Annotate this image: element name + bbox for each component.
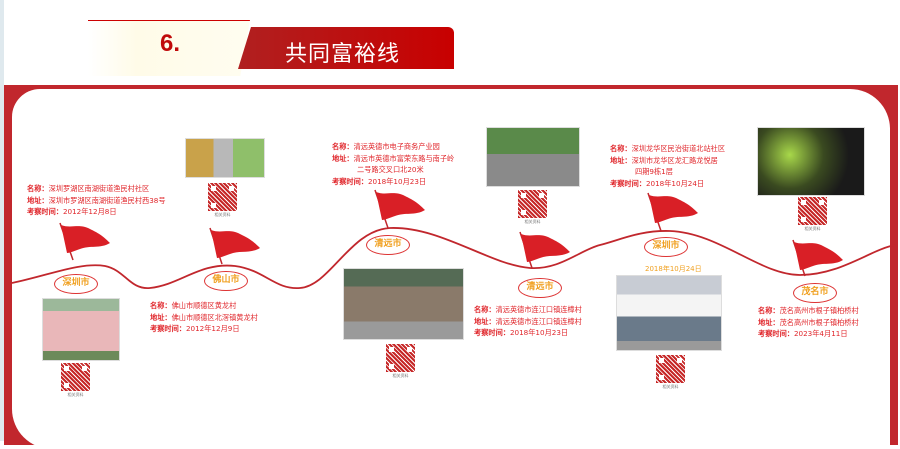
qr-code[interactable] xyxy=(386,344,415,372)
location-photo xyxy=(343,268,464,340)
flag-icon xyxy=(209,227,260,265)
qr-code[interactable] xyxy=(208,183,237,211)
city-label: 佛山市 xyxy=(204,271,248,291)
qr-code[interactable] xyxy=(798,197,827,225)
flag-icon xyxy=(374,189,425,229)
location-photo xyxy=(42,298,120,361)
city-label: 清远市 xyxy=(518,278,562,298)
flag-icon xyxy=(519,231,570,269)
stop-info: 名称：茂名高州市根子镇柏桥村 地址：茂名高州市根子镇柏桥村 考察时间：2023年… xyxy=(758,306,859,338)
city-label: 清远市 xyxy=(366,235,410,255)
flag-icon xyxy=(792,239,843,277)
stop-info: 名称：清远英德市连江口镇连樟村 地址：清远英德市连江口镇连樟村 考察时间：201… xyxy=(474,305,582,337)
stop-info: 名称：深圳罗湖区南湖街道渔民村社区 地址：深圳市罗湖区南湖街道渔民村西38号 考… xyxy=(27,184,166,216)
photo-date-label: 2018年10月24日 xyxy=(645,265,702,273)
wavy-route-line xyxy=(11,227,896,289)
city-label: 茂名市 xyxy=(793,283,837,303)
section-title-tab xyxy=(238,27,454,69)
qr-caption: 相关资料 xyxy=(67,392,84,397)
qr-code[interactable] xyxy=(518,190,547,218)
flag-icon xyxy=(647,192,698,232)
qr-code[interactable] xyxy=(656,355,685,383)
flag-icon xyxy=(59,222,110,261)
city-label: 深圳市 xyxy=(644,237,688,257)
location-photo xyxy=(757,127,865,196)
location-photo xyxy=(616,275,722,351)
left-edge xyxy=(0,0,4,441)
location-photo xyxy=(486,127,580,187)
qr-caption: 相关资料 xyxy=(392,373,409,378)
qr-caption: 相关资料 xyxy=(662,384,679,389)
qr-code[interactable] xyxy=(61,363,90,391)
section-number-box xyxy=(88,20,250,76)
stop-info: 名称：深圳龙华区民治街道北站社区 地址：深圳市龙华区龙汇路龙悦居 四期9栋1层 … xyxy=(610,144,726,188)
stop-info: 名称：清远英德市电子商务产业园 地址：清远市英德市富荣东路与南子岭 二号路交叉口… xyxy=(332,142,455,186)
section-number: 6. xyxy=(160,30,181,57)
stop-info: 名称：佛山市顺德区黄龙村 地址：佛山市顺德区北滘镇黄龙村 考察时间：2012年1… xyxy=(150,301,258,333)
qr-caption: 相关资料 xyxy=(524,219,541,224)
city-label: 深圳市 xyxy=(54,274,98,294)
location-photo xyxy=(185,138,265,178)
section-title: 共同富裕线 xyxy=(285,42,401,67)
qr-caption: 相关资料 xyxy=(214,212,231,217)
qr-caption: 相关资料 xyxy=(804,226,821,231)
